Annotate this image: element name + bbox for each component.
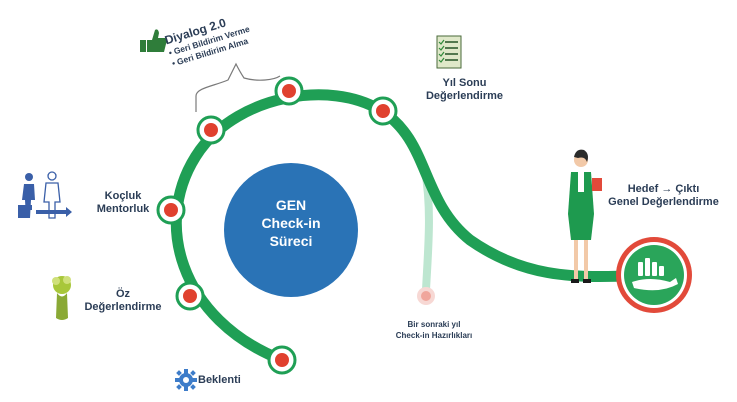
- goal-line1: Hedef → Çıktı: [627, 183, 700, 195]
- gear-icon: [175, 369, 197, 391]
- next-year-line1: Bir sonraki yıl: [407, 320, 461, 329]
- marker-next-year: [417, 287, 435, 305]
- coaching-label: Koçluk Mentorluk: [88, 190, 158, 216]
- center-title: GEN Check-in Süreci: [224, 196, 358, 250]
- year-end-line2: Değerlendirme: [425, 90, 504, 102]
- marker-dialog-1: [196, 115, 226, 145]
- marker-year-end: [368, 96, 398, 126]
- marker-coaching: [156, 195, 186, 225]
- self-eval-line1: Öz: [115, 288, 131, 300]
- self-eval-line2: Değerlendirme: [84, 301, 162, 313]
- marker-self-eval: [175, 281, 205, 311]
- thumbs-up-icon: [140, 29, 167, 52]
- self-eval-label: Öz Değerlendirme: [76, 288, 170, 314]
- goal-label: Hedef → Çıktı Genel Değerlendirme: [590, 183, 737, 209]
- process-path: [170, 89, 646, 366]
- tree-head-icon: [52, 276, 71, 320]
- center-circle: [224, 163, 358, 297]
- next-year-label: Bir sonraki yıl Check-in Hazırlıkları: [378, 319, 490, 341]
- dialog-bracket: [195, 62, 281, 112]
- expectation-label: Beklenti: [198, 374, 241, 386]
- marker-expectation: [267, 345, 297, 375]
- center-title-line3: Süreci: [269, 233, 313, 249]
- coaching-line1: Koçluk: [104, 190, 142, 202]
- coaching-line2: Mentorluk: [96, 203, 150, 215]
- goal-line2: Genel Değerlendirme: [608, 196, 719, 208]
- center-title-line2: Check-in: [261, 215, 321, 231]
- marker-dialog-2: [274, 76, 304, 106]
- year-end-label: Yıl Sonu Değerlendirme: [417, 77, 512, 103]
- checklist-icon: [436, 35, 462, 69]
- next-year-line2: Check-in Hazırlıkları: [395, 331, 473, 340]
- center-title-line1: GEN: [275, 197, 307, 213]
- coaching-people-icon: [18, 171, 72, 219]
- businesswoman-icon: [568, 149, 602, 283]
- handshake-goal-icon: [632, 258, 678, 291]
- year-end-line1: Yıl Sonu: [442, 77, 487, 89]
